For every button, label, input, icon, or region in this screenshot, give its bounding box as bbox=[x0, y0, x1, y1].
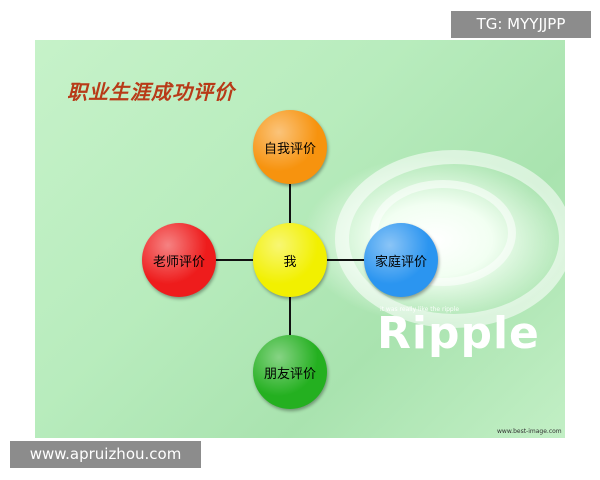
node-bottom: 朋友评价 bbox=[253, 335, 327, 409]
node-center-label: 我 bbox=[283, 254, 297, 270]
background-tagline: it was really like the ripple bbox=[380, 306, 460, 313]
watermark-url-bottom-left: www.apruizhou.com bbox=[10, 441, 201, 468]
node-top-label: 自我评价 bbox=[263, 141, 316, 157]
connector-top bbox=[289, 184, 291, 226]
slide: 职业生涯成功评价 it was really like the ripple R… bbox=[35, 40, 565, 438]
background-ripple-word: Ripple bbox=[377, 308, 540, 359]
connector-right bbox=[324, 259, 366, 261]
node-top: 自我评价 bbox=[253, 110, 327, 184]
node-center: 我 bbox=[253, 223, 327, 297]
background-site-url: www.best-image.com bbox=[497, 428, 562, 435]
node-left-label: 老师评价 bbox=[152, 254, 205, 270]
connector-left bbox=[215, 259, 256, 261]
watermark-tag-top-right: TG: MYYJJPP bbox=[451, 11, 591, 38]
node-right-label: 家庭评价 bbox=[374, 254, 427, 270]
node-left: 老师评价 bbox=[142, 223, 216, 297]
slide-title: 职业生涯成功评价 bbox=[67, 80, 235, 104]
node-right: 家庭评价 bbox=[364, 223, 438, 297]
connector-bottom bbox=[289, 294, 291, 338]
node-bottom-label: 朋友评价 bbox=[263, 366, 316, 382]
